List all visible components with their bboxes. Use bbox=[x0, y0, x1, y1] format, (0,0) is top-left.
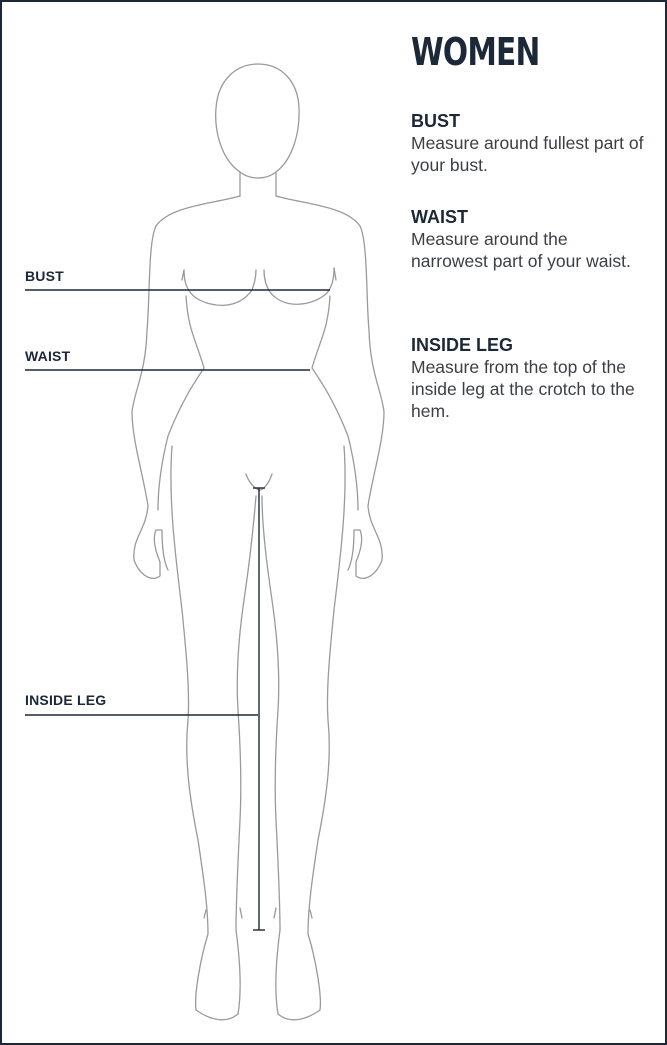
right-leg-outline bbox=[262, 446, 345, 1020]
head-outline bbox=[216, 64, 299, 178]
bust-info-block: BUST Measure around fullest part of your… bbox=[411, 110, 646, 176]
inside-leg-description: Measure from the top of the inside leg a… bbox=[411, 356, 646, 422]
left-torso bbox=[158, 296, 204, 510]
inside-leg-title: INSIDE LEG bbox=[411, 334, 646, 356]
right-torso bbox=[312, 296, 358, 510]
bust-diagram-label: BUST bbox=[25, 268, 64, 284]
measurement-lines bbox=[25, 290, 330, 930]
left-arm-outer bbox=[132, 196, 240, 578]
right-breast bbox=[264, 268, 334, 304]
inside-leg-diagram-label: INSIDE LEG bbox=[25, 692, 106, 708]
bust-title: BUST bbox=[411, 110, 646, 132]
waist-description: Measure around the narrowest part of you… bbox=[411, 228, 646, 272]
inside-leg-info-block: INSIDE LEG Measure from the top of the i… bbox=[411, 334, 646, 422]
waist-title: WAIST bbox=[411, 206, 646, 228]
right-arm-outer bbox=[276, 196, 384, 578]
waist-info-block: WAIST Measure around the narrowest part … bbox=[411, 206, 646, 272]
bust-description: Measure around fullest part of your bust… bbox=[411, 132, 646, 176]
waist-diagram-label: WAIST bbox=[25, 348, 70, 364]
body-outline bbox=[132, 64, 384, 1020]
left-breast bbox=[184, 270, 256, 305]
left-leg-outline bbox=[171, 446, 256, 1020]
page-title: WOMEN bbox=[411, 30, 540, 74]
